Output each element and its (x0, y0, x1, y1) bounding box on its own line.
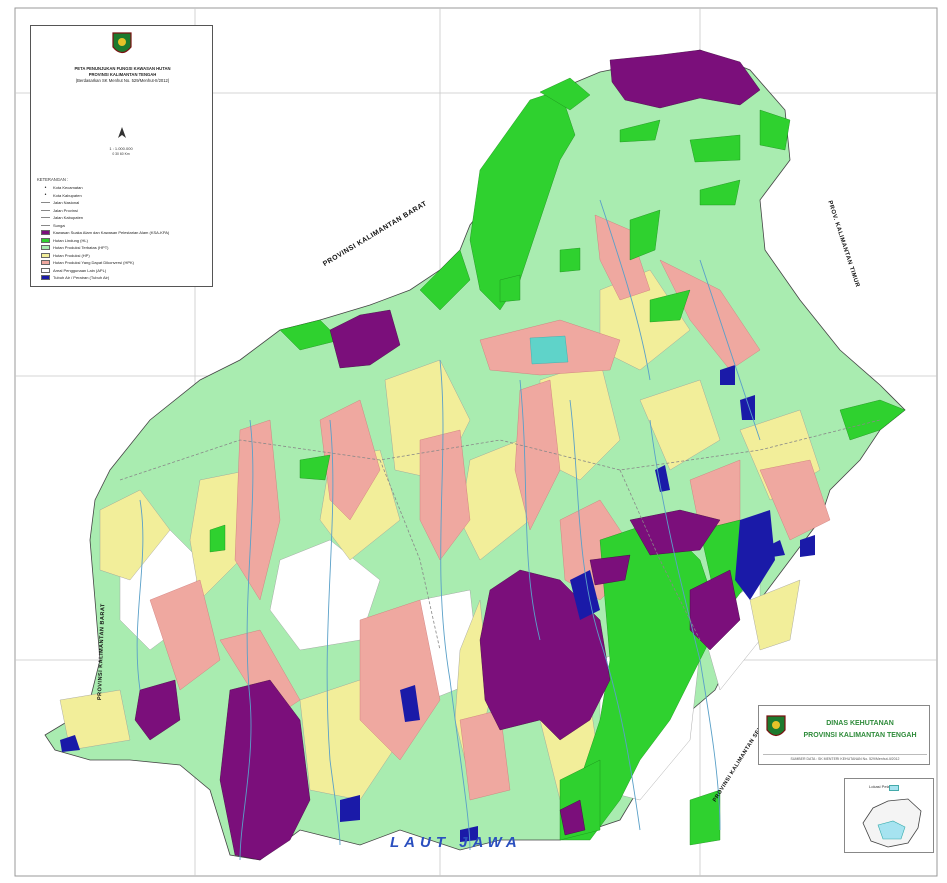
legend-swatch (41, 260, 50, 266)
legend-item-label: Kawasan Suaka Alam dan Kawasan Pelestari… (53, 230, 170, 236)
legend-swatch (41, 252, 50, 258)
legend-item: Hutan Lindung (HL) (41, 237, 211, 245)
map-legend: PETA PENUNJUKAN FUNGSI KAWASAN HUTAN PRO… (30, 25, 213, 287)
inset-legend-swatch (889, 785, 899, 791)
legend-item: Jalan Kabupaten (41, 214, 211, 222)
legend-dot-symbol: • (44, 184, 47, 191)
lake (529, 335, 569, 365)
inset-locator-map: Lokasi Peta (844, 778, 934, 853)
legend-item: Hutan Produksi (HP) (41, 252, 211, 260)
label-laut-jawa: LAUT JAWA (390, 834, 522, 851)
legend-line-symbol (41, 202, 50, 204)
roads (119, 419, 881, 651)
inset-label: Lokasi Peta (869, 784, 890, 789)
legend-section-label: KETERANGAN : (37, 177, 69, 182)
legend-title-line1: PETA PENUNJUKAN FUNGSI KAWASAN HUTAN (74, 66, 171, 71)
rivers (136, 199, 761, 861)
legend-item: Tubuh Air / Perairan (Tubuh Air) (41, 274, 211, 282)
legend-item-label: Jalan Provinsi (53, 207, 78, 213)
legend-item-label: Areal Penggunaan Lain (APL) (53, 267, 107, 273)
legend-item: Kawasan Suaka Alam dan Kawasan Pelestari… (41, 229, 211, 237)
legend-swatch (41, 245, 50, 251)
legend-line-symbol (41, 224, 50, 226)
legend-dot-symbol: • (44, 192, 47, 199)
institution-province: PROVINSI KALIMANTAN TENGAH (803, 732, 917, 739)
institution-name: DINAS KEHUTANAN (826, 720, 894, 727)
legend-item: • Kota Kecamatan (41, 184, 211, 192)
legend-swatch (41, 230, 50, 236)
legend-item-label: Hutan Produksi Terbatas (HPT) (53, 245, 109, 251)
legend-item-label: Sungai (53, 222, 66, 228)
water-bodies (60, 365, 815, 842)
legend-item: Sungai (41, 222, 211, 230)
legend-item-label: Jalan Nasional (53, 200, 80, 206)
legend-item-label: Kota Kecamatan (53, 185, 83, 191)
institution-box: DINAS KEHUTANAN PROVINSI KALIMANTAN TENG… (758, 705, 930, 765)
legend-scale: 1 : 1.000.000 (109, 146, 133, 151)
legend-line-symbol (41, 209, 50, 211)
legend-title-line2: PROVINSI KALIMANTAN TENGAH (88, 72, 157, 77)
legend-swatch (41, 275, 50, 281)
legend-item-label: Hutan Lindung (HL) (53, 237, 88, 243)
legend-scale-bar: 0 30 60 Km (112, 152, 130, 156)
legend-swatch (41, 237, 50, 243)
province-emblem-icon (766, 715, 786, 737)
legend-item: • Kota Kabupaten (41, 192, 211, 200)
ksa-kpa-areas (134, 49, 761, 861)
legend-item-label: Jalan Kabupaten (53, 215, 84, 221)
legend-item: Areal Penggunaan Lain (APL) (41, 267, 211, 275)
legend-item: Jalan Provinsi (41, 207, 211, 215)
institution-source-note: SUMBER DATA : SK MENTERI KEHUTANAN No. 5… (763, 754, 927, 761)
province-emblem-icon (112, 32, 132, 54)
legend-item-label: Hutan Produksi Yang Dapat Dikonversi (HP… (53, 260, 134, 266)
legend-swatch (41, 267, 50, 273)
legend-item: Hutan Produksi Terbatas (HPT) (41, 244, 211, 252)
legend-item-label: Kota Kabupaten (53, 192, 82, 198)
legend-item: Hutan Produksi Yang Dapat Dikonversi (HP… (41, 259, 211, 267)
legend-title-line3: (Berdasarkan SK Menhut No. 529/Menhut-II… (75, 78, 170, 83)
north-arrow-icon (118, 127, 126, 138)
hutan-lindung-areas (209, 77, 906, 846)
legend-item-label: Tubuh Air / Perairan (Tubuh Air) (53, 275, 110, 281)
borneo-inset-icon (862, 798, 922, 848)
legend-item-label: Hutan Produksi (HP) (53, 252, 90, 258)
legend-item: Jalan Nasional (41, 199, 211, 207)
legend-line-symbol (41, 217, 50, 219)
